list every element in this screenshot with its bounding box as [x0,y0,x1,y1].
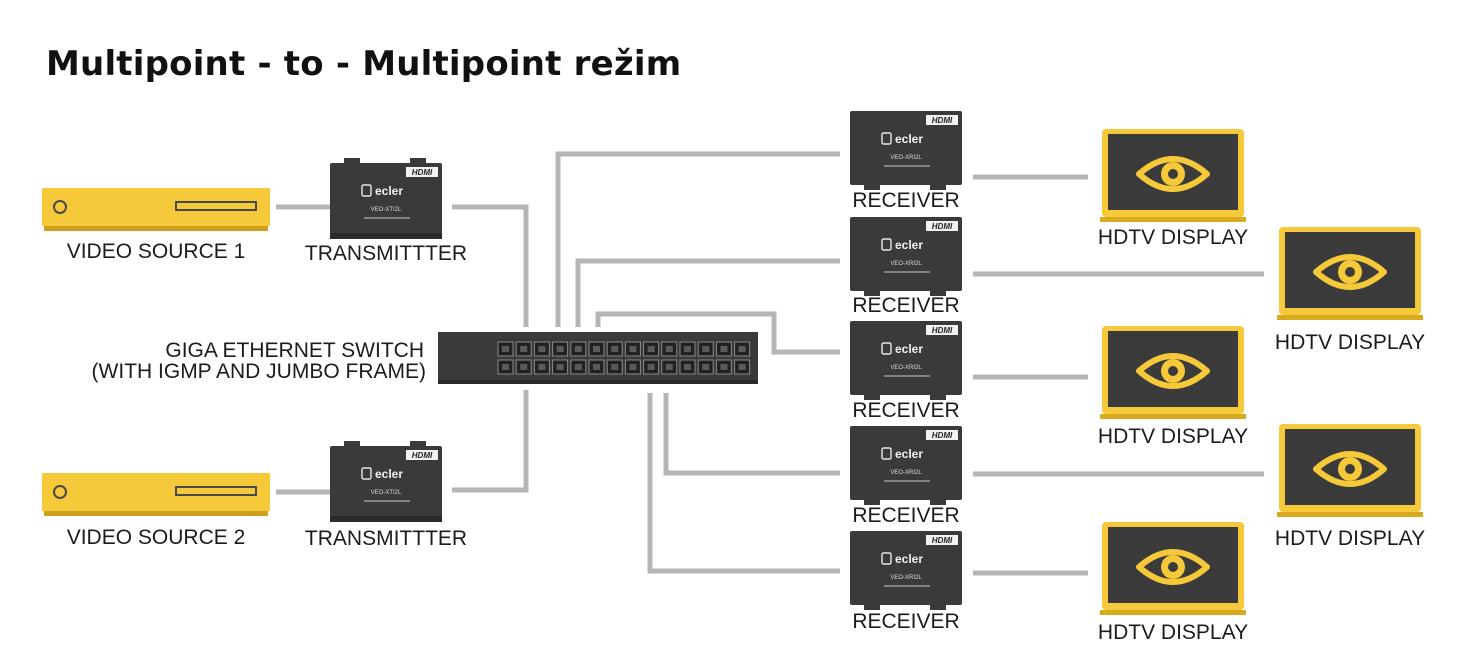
ethernet-port-jack [684,346,691,352]
video-source-1: VIDEO SOURCE 1 [41,187,271,263]
ethernet-port-jack [556,346,564,352]
cable-switch-rx4 [663,393,840,476]
transmitter-device [329,157,443,240]
switch-base [438,380,758,384]
hdtv-display-5: HDTV DISPLAY [1098,522,1248,644]
ethernet-port-jack [665,346,673,352]
hdtv-display-2-label: HDTV DISPLAY [1275,331,1425,354]
receiver-device [849,320,963,401]
ethernet-port-jack [593,364,600,370]
ethernet-port-jack [738,364,746,370]
switch-ports [497,341,751,375]
eye-icon [1100,129,1246,222]
video-source-1-label: VIDEO SOURCE 1 [67,240,246,263]
ethernet-port-jack [647,364,655,370]
ethernet-port-jack [629,346,637,352]
receiver-3-label: RECEIVER [852,399,959,422]
cable-switch-rx3 [595,311,840,355]
receiver-3: RECEIVER [849,320,963,422]
set-top-box-icon [41,472,271,517]
cables [276,151,1264,576]
transmitter-1: TRANSMITTTER [305,157,467,265]
eye-icon [1100,522,1246,615]
hdtv-display-5-label: HDTV DISPLAY [1098,621,1248,644]
hdtv-display-2: HDTV DISPLAY [1275,227,1425,354]
eye-icon [1277,227,1423,320]
ethernet-switch: GIGA ETHERNET SWITCH (WITH IGMP AND JUMB… [92,332,758,384]
transmitter-1-label: TRANSMITTTER [305,242,467,265]
hdtv-display-4-label: HDTV DISPLAY [1275,527,1425,550]
hdtv-display-4: HDTV DISPLAY [1275,424,1425,550]
video-source-2: VIDEO SOURCE 2 [41,472,271,549]
switch-label-line1: GIGA ETHERNET SWITCH [165,339,424,362]
eye-icon [1277,424,1423,517]
video-source-2-label: VIDEO SOURCE 2 [67,526,246,549]
receiver-device [849,216,963,297]
receiver-5-label: RECEIVER [852,610,959,633]
ethernet-port-jack [593,346,600,352]
hdtv-display-1: HDTV DISPLAY [1098,129,1248,249]
transmitter-2: TRANSMITTTER [305,440,467,550]
ethernet-port-jack [574,364,582,370]
ethernet-port-jack [574,346,582,352]
receiver-device [849,530,963,611]
switch-label-line2: (WITH IGMP AND JUMBO FRAME) [92,360,426,383]
set-top-box-icon [41,187,271,232]
ethernet-port-jack [720,346,728,352]
ethernet-port-jack [647,346,655,352]
ethernet-port-jack [611,364,619,370]
hdtv-display-3: HDTV DISPLAY [1098,326,1248,448]
cable-switch-rx1 [555,151,840,327]
cable-switch-rx2 [575,258,840,327]
receiver-2-label: RECEIVER [852,294,959,317]
receiver-1-label: RECEIVER [852,189,959,212]
ethernet-port-jack [520,346,528,352]
receiver-2: RECEIVER [849,216,963,317]
ethernet-port-jack [629,364,637,370]
cable-tx1-switch [452,204,529,327]
cable-switch-rx5 [647,393,840,574]
ethernet-port-jack [665,364,673,370]
receiver-5: RECEIVER [849,530,963,633]
receiver-4-label: RECEIVER [852,504,959,527]
transmitter-device [329,440,443,523]
ethernet-port-jack [702,346,710,352]
ethernet-port-jack [520,364,528,370]
hdtv-display-3-label: HDTV DISPLAY [1098,425,1248,448]
ethernet-port-jack [702,364,710,370]
ethernet-port-jack [684,364,691,370]
ethernet-port-jack [611,346,619,352]
cable-tx2-switch [452,390,529,493]
ethernet-port-jack [502,364,509,370]
transmitter-2-label: TRANSMITTTER [305,527,467,550]
ethernet-port-jack [720,364,728,370]
ethernet-port-jack [502,346,509,352]
page-title: Multipoint - to - Multipoint režim [46,44,682,84]
receiver-device [849,110,963,191]
ethernet-port-jack [538,346,546,352]
ethernet-port-jack [538,364,546,370]
ethernet-port-jack [556,364,564,370]
receiver-1: RECEIVER [849,110,963,212]
receiver-4: RECEIVER [849,425,963,527]
eye-icon [1100,326,1246,419]
hdtv-display-1-label: HDTV DISPLAY [1098,226,1248,249]
ethernet-port-jack [738,346,746,352]
receiver-device [849,425,963,506]
